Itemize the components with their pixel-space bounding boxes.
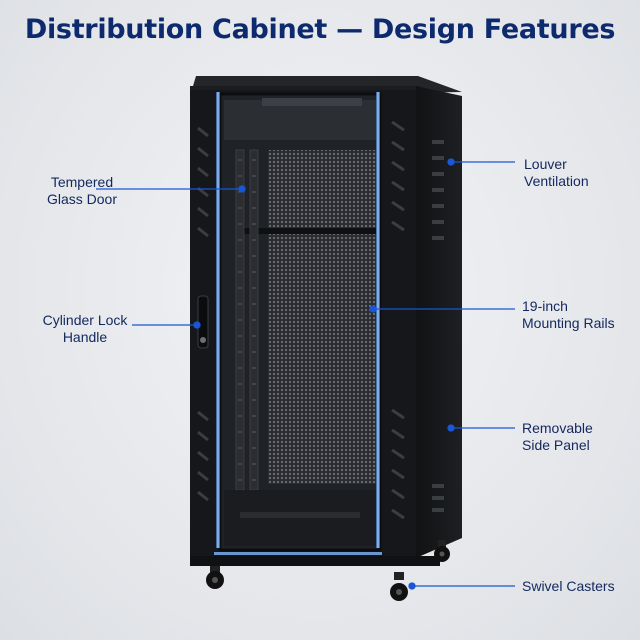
right-glow-strip [376,92,380,548]
lock-handle-icon [197,295,209,349]
callout-glass-door: Tempered Glass Door [46,174,118,207]
callout-side-panel: Removable Side Panel [522,420,593,453]
caster-icons [206,540,450,601]
rear-perforated-panel [236,150,376,484]
callout-louver: Louver Ventilation [524,156,589,189]
bottom-glow-strip [214,552,382,555]
callout-casters: Swivel Casters [522,578,615,594]
left-glow-strip [216,92,220,548]
callout-lines [96,158,515,590]
callout-lock-handle: Cylinder Lock Handle [42,312,128,345]
side-panel [416,86,462,558]
page-title: Distribution Cabinet — Design Features [24,14,616,45]
callout-rails: 19-inch Mounting Rails [522,298,615,331]
cabinet-base [190,556,440,566]
